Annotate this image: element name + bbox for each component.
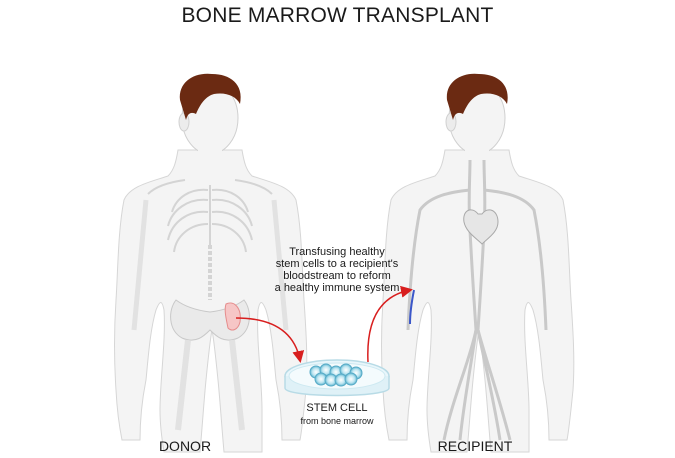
donor-hip-marrow-highlight [224,302,241,331]
caption-line: stem cells to a recipient's [275,258,399,270]
arrow-donor-to-dish [235,317,305,363]
donor-figure [114,73,308,453]
donor-left-arm-bone [131,199,149,331]
petri-dish [284,359,390,397]
donor-hair [179,73,241,120]
recipient-vessels [406,159,548,441]
donor-right-femur [229,339,245,431]
recipient-figure [381,73,575,453]
donor-neck [198,148,222,170]
caption-line: a healthy immune system [274,282,400,294]
caption-line: Transfusing healthy [289,246,385,258]
donor-ribcage [147,179,273,253]
donor-label: DONOR [158,438,212,454]
stem-cell-label: STEM CELL [306,402,368,414]
stem-cells-cluster [309,363,363,387]
caption-line: bloodstream to reform [283,270,391,282]
recipient-arm-vein [409,289,415,325]
recipient-hair [446,73,508,120]
recipient-label: RECIPIENT [437,438,513,454]
page-title: BONE MARROW TRANSPLANT [181,4,494,27]
donor-right-arm-bone [271,199,289,331]
arrow-dish-to-recipient [367,285,413,363]
stem-cell-sublabel: from bone marrow [300,416,374,426]
recipient-heart [463,209,499,245]
donor-left-femur [175,339,191,431]
procedure-caption: Transfusing healthy stem cells to a reci… [262,246,412,294]
